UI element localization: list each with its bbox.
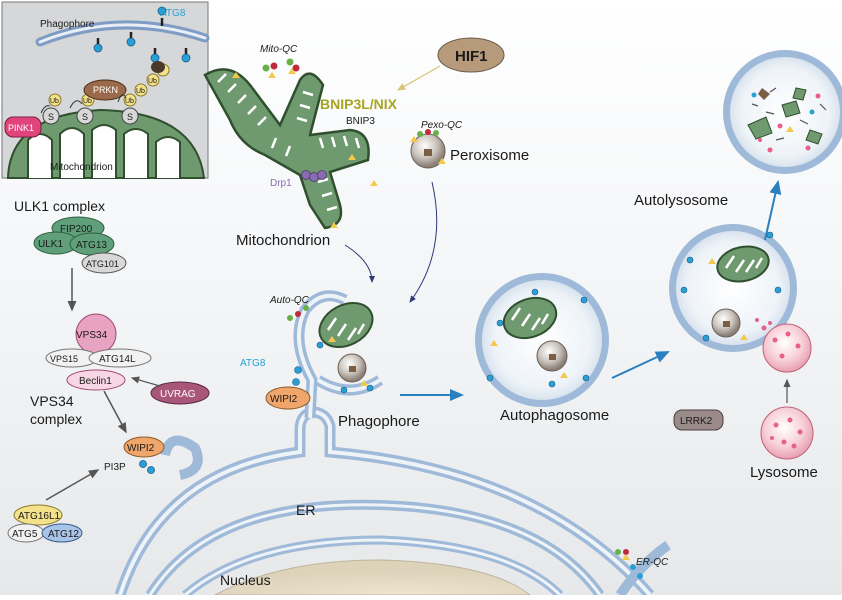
ulk1-complex: ULK1 complex FIP200 ULK1 ATG13 ATG101 xyxy=(14,198,127,312)
vps34-complex-title-2: complex xyxy=(30,411,82,427)
mito-qc-mito: Mito xyxy=(260,44,279,55)
er-label: ER xyxy=(296,502,315,518)
fip200-label: FIP200 xyxy=(60,224,93,235)
lrrk2-label: LRRK2 xyxy=(680,416,713,427)
ub-label-1: Ub xyxy=(50,98,59,105)
lysosome-label: Lysosome xyxy=(750,464,818,481)
auto-qc-label: Auto-QC xyxy=(269,295,310,306)
pexo-qc-label: Pexo-QC xyxy=(421,120,463,131)
nucleus-label: Nucleus xyxy=(220,572,271,588)
inset-phagophore-label: Phagophore xyxy=(40,19,95,30)
mitochondrion-label: Mitochondrion xyxy=(236,232,330,249)
autophagosome-group: Autophagosome xyxy=(475,273,670,424)
peroxisome-group: Pexo-QC Peroxisome xyxy=(409,120,529,303)
ub-label-2: Ub xyxy=(83,98,92,105)
peroxisome-label: Peroxisome xyxy=(450,147,529,164)
atg5-label: ATG5 xyxy=(12,529,38,540)
vps15-label: VPS15 xyxy=(50,354,78,364)
pexo-qc-pexo: Pexo xyxy=(421,120,444,131)
fusion-group xyxy=(669,180,812,373)
phagophore-center-group: Auto-QC ATG8 WIPI2 Phagophore xyxy=(240,290,464,430)
ub-label-5: Ub xyxy=(148,78,157,85)
ub-label-4: Ub xyxy=(136,88,145,95)
ulk1-complex-title: ULK1 complex xyxy=(14,198,105,214)
atg14l-label: ATG14L xyxy=(99,354,136,365)
pink1-label: PINK1 xyxy=(8,123,34,133)
beclin1-label: Beclin1 xyxy=(79,376,112,387)
hif1-group: HIF1 xyxy=(396,37,505,91)
inset-atg8-label: ATG8 xyxy=(160,8,186,19)
er-qc-label: ER-QC xyxy=(636,557,669,568)
phagophore-center-label: Phagophore xyxy=(338,413,420,430)
ulk1-label: ULK1 xyxy=(38,239,63,250)
s-label-3: S xyxy=(127,112,133,122)
vps34-complex: VPS34 VPS15 ATG14L Beclin1 UVRAG VPS34 c… xyxy=(30,313,210,434)
inset-panel: Phagophore ATG8 PINK1 PRKN Ub Ub Ub Ub U… xyxy=(1,1,210,179)
vps34-complex-title-1: VPS34 xyxy=(30,393,74,409)
uvrag-label: UVRAG xyxy=(160,389,196,400)
er-qc-er: ER xyxy=(636,557,650,568)
auto-atg8-label: ATG8 xyxy=(240,358,266,369)
mito-qc-label: Mito-QC xyxy=(260,44,298,55)
auto-qc-suffix: -QC xyxy=(291,295,310,306)
autophagosome-label: Autophagosome xyxy=(500,407,609,424)
s-label-2: S xyxy=(82,112,88,122)
lrrk2-group: LRRK2 xyxy=(673,409,724,431)
pexo-qc-suffix: -QC xyxy=(444,120,463,131)
autolysosome-group: Autolysosome xyxy=(634,50,842,209)
atg101-label: ATG101 xyxy=(86,259,119,269)
mito-qc-suffix: -QC xyxy=(279,44,298,55)
pi3p-label: PI3P xyxy=(104,462,126,473)
atg16l1-label: ATG16L1 xyxy=(18,511,60,522)
atg13-label: ATG13 xyxy=(76,240,107,251)
prkn-label: PRKN xyxy=(93,85,118,95)
pi3p-group: WIPI2 PI3P ATG16L1 ATG5 ATG12 xyxy=(7,436,165,543)
wipi2-left-label: WIPI2 xyxy=(127,443,155,454)
auto-qc-auto: Auto xyxy=(269,295,291,306)
bnip3-label: BNIP3 xyxy=(346,116,375,127)
wipi2-center-label: WIPI2 xyxy=(270,394,298,405)
lysosome-group: Lysosome xyxy=(750,378,818,481)
atg12-label: ATG12 xyxy=(48,529,79,540)
autolysosome-label: Autolysosome xyxy=(634,192,728,209)
inset-mitochondrion-label: Mitochondrion xyxy=(50,162,113,173)
bnip3l-label: BNIP3L/NIX xyxy=(320,96,398,112)
er-qc-suffix: -QC xyxy=(650,557,669,568)
s-label-1: S xyxy=(48,112,54,122)
vps34-label: VPS34 xyxy=(76,330,108,341)
drp1-label: Drp1 xyxy=(270,178,292,189)
mito-qc-group: Mito-QC BNIP3L/NIX BNIP3 Drp1 Mitochondr… xyxy=(203,44,398,283)
ub-label-3: Ub xyxy=(125,98,134,105)
hif1-label: HIF1 xyxy=(455,48,488,65)
